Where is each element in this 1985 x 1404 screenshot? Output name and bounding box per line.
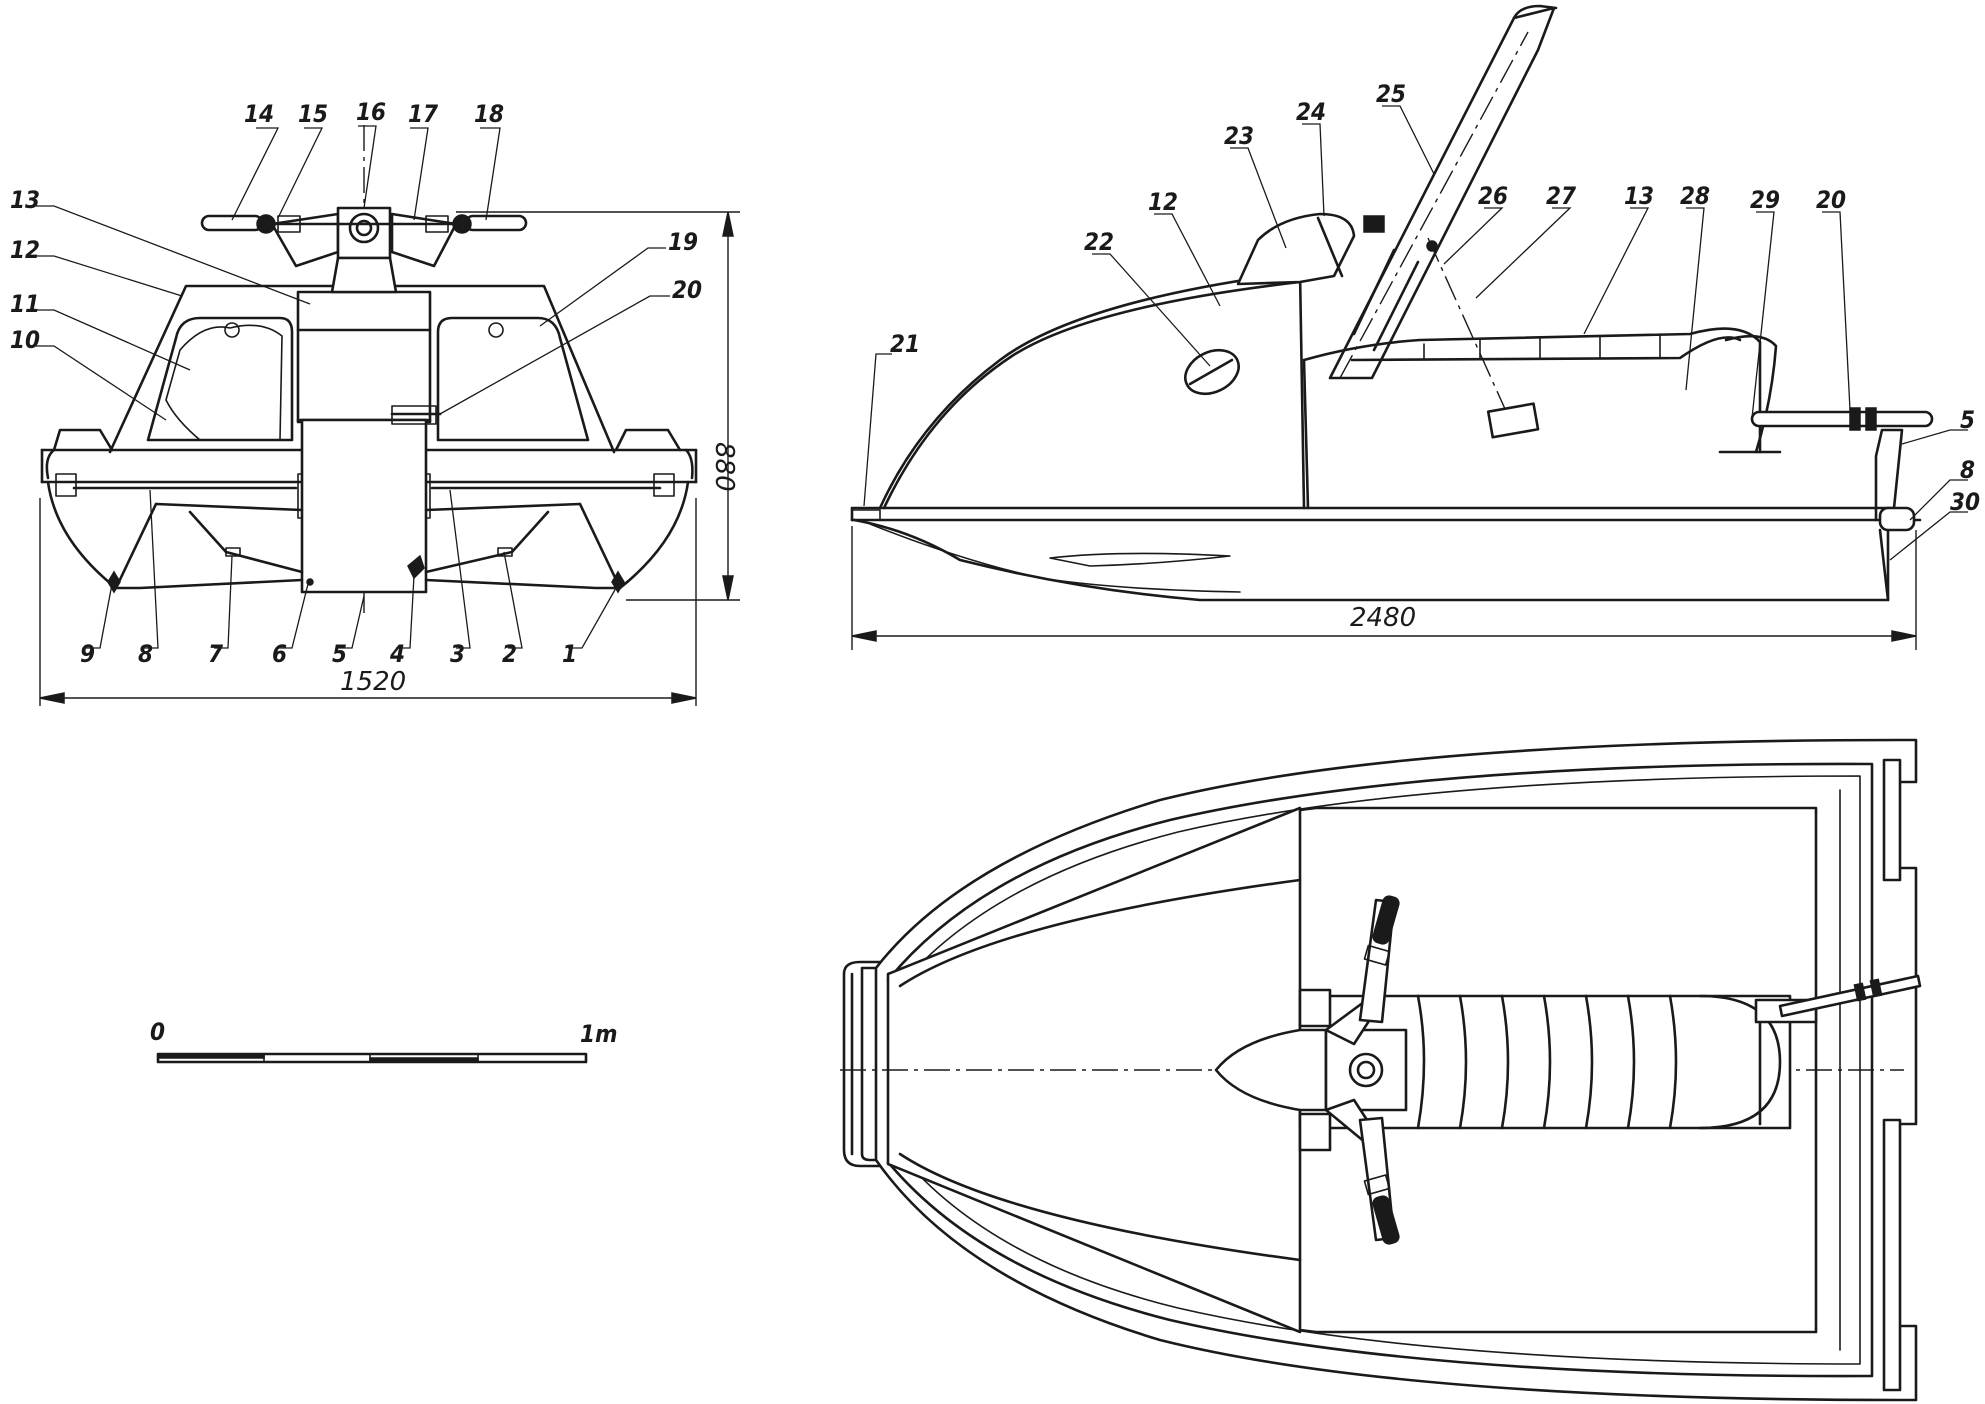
side-label-30: 30 [1950,488,1980,516]
side-label-8: 8 [1960,456,1975,484]
front-view: 880 1520 14 15 16 17 18 [10,98,740,706]
side-label-23: 23 [1224,122,1254,150]
side-view: 2480 21 22 12 23 24 25 26 27 13 28 29 20… [850,4,1980,650]
front-label-13: 13 [10,186,40,214]
front-label-6: 6 [272,640,287,668]
front-label-2: 2 [502,640,517,668]
front-label-16: 16 [356,98,386,126]
top-view [840,738,1922,1402]
side-label-22: 22 [1084,228,1114,256]
dimension-width: 1520 [340,667,406,697]
front-label-5: 5 [332,640,347,668]
front-label-9: 9 [80,640,95,668]
side-label-5: 5 [1960,406,1975,434]
front-label-11: 11 [10,290,40,318]
side-label-28: 28 [1680,182,1710,210]
front-label-4: 4 [389,640,405,668]
front-label-3: 3 [450,640,465,668]
scale-end-label: 1m [580,1020,618,1048]
front-label-12: 12 [10,236,40,264]
side-label-26: 26 [1478,182,1508,210]
scale-bar: 0 1m [150,1018,618,1064]
front-label-14: 14 [244,100,274,128]
front-label-8: 8 [138,640,153,668]
front-label-10: 10 [10,326,40,354]
dimension-length: 2480 [1350,603,1416,633]
scale-start-label: 0 [150,1018,165,1046]
front-label-20: 20 [672,276,702,304]
side-label-25: 25 [1376,80,1406,108]
side-label-12: 12 [1148,188,1178,216]
front-label-7: 7 [208,640,223,668]
front-label-15: 15 [298,100,328,128]
front-label-17: 17 [408,100,438,128]
dimension-height: 880 [709,442,739,492]
side-label-21: 21 [890,330,920,358]
front-label-1: 1 [562,640,577,668]
front-label-19: 19 [668,228,698,256]
side-label-24: 24 [1296,98,1326,126]
side-label-20: 20 [1816,186,1846,214]
front-label-18: 18 [474,100,504,128]
side-label-13: 13 [1624,182,1654,210]
side-label-29: 29 [1750,186,1780,214]
side-label-27: 27 [1546,182,1576,210]
